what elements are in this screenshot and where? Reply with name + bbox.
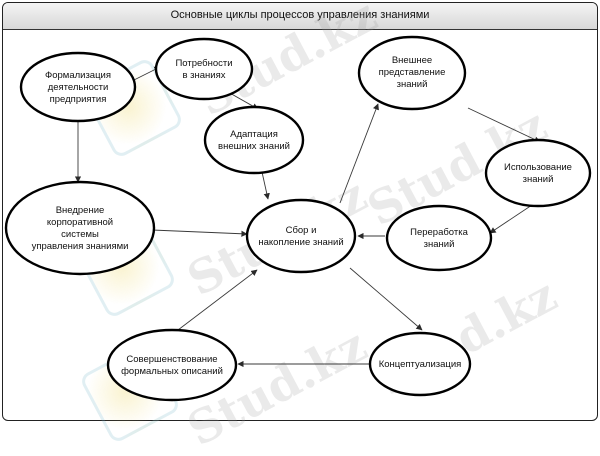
node-label-line: внешних знаний xyxy=(218,141,290,152)
node-label-line: знаний xyxy=(424,239,455,250)
node-label-line: представление xyxy=(379,67,446,78)
node-label-line: накопление знаний xyxy=(258,237,343,248)
node-label-line: управления знаниями xyxy=(32,241,129,252)
node-label-line: Формализация xyxy=(45,70,111,81)
edge-collection-conceptualization xyxy=(349,267,423,331)
cycle-diagram: Формализация деятельности предприятия По… xyxy=(4,35,592,402)
node-label-line: Потребности xyxy=(175,58,232,69)
node-formalization-shape xyxy=(19,51,137,123)
node-label-line: Совершенствование xyxy=(126,354,217,365)
edge-adaptation-collection xyxy=(261,171,270,200)
node-label-line: Концептуализация xyxy=(379,359,462,370)
node-formalization: Формализация деятельности предприятия xyxy=(19,51,137,123)
node-label-line: Использование xyxy=(504,162,572,173)
edge-usage-processing xyxy=(489,204,533,234)
node-label-line: формальных описаний xyxy=(121,366,223,377)
node-needs: Потребности в знаниях xyxy=(154,37,254,101)
edge-collection-external xyxy=(339,103,379,204)
title-bar: Основные циклы процессов управления знан… xyxy=(3,3,597,30)
node-external: Внешнее представление знаний xyxy=(357,35,467,111)
edge-improvement-collection xyxy=(177,269,258,331)
node-implementation: Внедрение корпоративной системы управлен… xyxy=(4,180,156,276)
node-label-line: Внедрение xyxy=(56,205,105,216)
node-label-line: Сбор и xyxy=(286,225,317,236)
node-collection-shape xyxy=(245,198,357,274)
node-label-line: знаний xyxy=(523,174,554,185)
node-label-line: Внешнее xyxy=(392,55,432,66)
node-processing-shape xyxy=(385,204,493,272)
node-improvement: Совершенствование формальных описаний xyxy=(106,328,238,402)
node-conceptualization: Концептуализация xyxy=(368,331,472,397)
edge-external-usage xyxy=(467,107,541,143)
node-needs-shape xyxy=(154,37,254,101)
node-implementation-shape xyxy=(4,180,156,276)
node-label-line: Адаптация xyxy=(230,129,278,140)
node-improvement-shape xyxy=(106,328,238,402)
node-label-line: системы xyxy=(61,229,99,240)
node-usage-shape xyxy=(484,138,592,208)
node-processing: Переработка знаний xyxy=(385,204,493,272)
node-collection: Сбор и накопление знаний xyxy=(245,198,357,274)
node-adaptation-shape xyxy=(203,105,305,175)
node-adaptation: Адаптация внешних знаний xyxy=(203,105,305,175)
node-usage: Использование знаний xyxy=(484,138,592,208)
node-label-line: деятельности xyxy=(48,82,109,93)
node-label-line: корпоративной xyxy=(47,217,113,228)
node-label-line: Переработка xyxy=(410,227,468,238)
node-label-line: в знаниях xyxy=(182,70,225,81)
node-conceptualization-shape xyxy=(368,331,472,397)
diagram-title: Основные циклы процессов управления знан… xyxy=(170,9,430,21)
node-label-line: знаний xyxy=(397,79,428,90)
edge-implementation-collection xyxy=(151,229,248,237)
node-external-shape xyxy=(357,35,467,111)
node-label-line: предприятия xyxy=(50,94,107,105)
